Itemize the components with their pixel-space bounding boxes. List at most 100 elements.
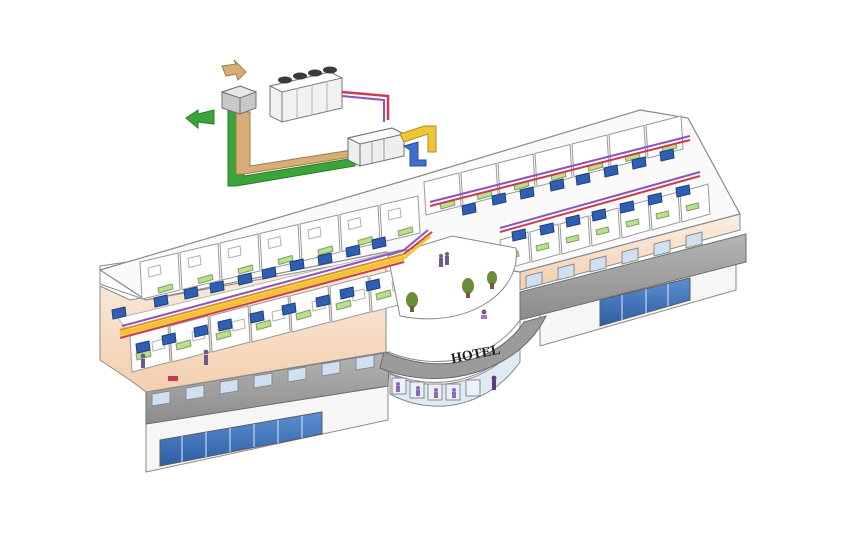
bed (397, 226, 414, 237)
facade-window (621, 247, 639, 265)
indoor-unit-icon (153, 294, 169, 308)
indoor-unit-icon (315, 294, 331, 308)
room-bathroom (147, 264, 162, 278)
indoor-unit-icon (317, 252, 333, 266)
supply-duct-yellow (399, 125, 437, 153)
indoor-units (111, 148, 691, 354)
indoor-unit-icon (647, 192, 663, 206)
bed (197, 273, 214, 285)
room-bathroom (151, 338, 166, 352)
atrium-people (439, 252, 487, 319)
bed (277, 254, 294, 266)
rooms-left-back (139, 195, 421, 300)
indoor-unit-icon (193, 324, 209, 338)
bed (237, 264, 254, 275)
bed (375, 289, 392, 301)
indoor-unit-icon (237, 272, 253, 286)
supply-duct-blue (402, 141, 427, 167)
indoor-unit-icon (575, 172, 591, 186)
indoor-unit-icon (549, 178, 565, 192)
indoor-unit-icon (183, 286, 199, 300)
pipe-bundle-left (119, 229, 433, 339)
indoor-unit-icon (631, 156, 647, 170)
indoor-unit-icon (339, 286, 355, 300)
person-icon (491, 375, 497, 390)
facade-window (151, 390, 171, 407)
bed (255, 319, 272, 331)
hotel-sign-canopy (379, 315, 547, 380)
room-bathroom (387, 207, 402, 221)
indoor-unit-icon (603, 164, 619, 178)
storefront-mullions-left (181, 416, 303, 462)
indoor-unit-icon (345, 244, 361, 258)
room-bathroom (187, 254, 202, 269)
hvac-equipment-group (185, 59, 437, 187)
room-bathroom (231, 318, 246, 332)
indoor-unit-icon (591, 208, 607, 222)
bed (685, 202, 700, 212)
bed (157, 283, 174, 294)
room-bathroom (351, 288, 366, 302)
facade-window (355, 354, 375, 371)
facade-window (219, 378, 239, 395)
fresh-air-arrow-icon (185, 109, 215, 130)
indoor-unit-icon (539, 222, 555, 236)
indoor-unit-icon (281, 302, 297, 316)
refrigerant-pipe-red (341, 90, 390, 120)
plant-icon (406, 271, 497, 312)
indoor-unit-icon (365, 278, 381, 292)
facade-window (287, 366, 307, 383)
bed (565, 234, 580, 244)
storefront-glass-left (159, 411, 323, 467)
indoor-unit-icon (659, 148, 675, 162)
refrigerant-pipe-purple (341, 95, 385, 122)
room-bathroom (271, 308, 286, 322)
lobby-figures (396, 382, 456, 398)
indoor-unit-icon (111, 306, 127, 320)
exhaust-air-arrow-icon (221, 59, 247, 81)
hotel-building: HOTEL (98, 109, 747, 473)
bed (535, 242, 550, 252)
guest-room (249, 295, 291, 343)
guest-room (209, 305, 251, 353)
room-bathroom (347, 216, 362, 231)
indoor-unit-icon (675, 184, 691, 198)
indoor-unit-icon (619, 200, 635, 214)
facade-window (525, 271, 543, 289)
indoor-unit-icon (519, 186, 535, 200)
canopy-band-right (519, 233, 747, 321)
facade-window (653, 239, 671, 257)
room-people (140, 349, 209, 381)
pipe-bundle-right (429, 135, 701, 233)
indoor-unit-icon (135, 340, 151, 354)
room-bathroom (307, 226, 322, 240)
facade-window (253, 372, 273, 389)
indoor-unit-icon (209, 280, 225, 294)
room-bathroom (267, 235, 282, 250)
storefront-mullions-right (621, 284, 669, 320)
bed (175, 339, 192, 351)
ahu-unit-icon (346, 127, 406, 167)
indoor-unit-icon (161, 332, 177, 346)
room-bathroom (227, 245, 242, 259)
indoor-unit-icon (289, 258, 305, 272)
indoor-unit-icon (491, 192, 507, 206)
facade-window (557, 263, 575, 281)
bed (215, 329, 232, 341)
indoor-unit-icon (249, 310, 265, 324)
indoor-unit-icon (511, 228, 527, 242)
facade-window (589, 255, 607, 273)
bed (655, 210, 670, 220)
facade-window (185, 384, 205, 401)
bed (625, 218, 640, 228)
guest-room (329, 275, 371, 323)
indoor-unit-icon (461, 202, 477, 216)
indoor-unit-icon (565, 214, 581, 228)
facade-windows-right (525, 231, 703, 289)
facade-windows-left (151, 354, 375, 407)
facade-window (321, 360, 341, 377)
facade-window (685, 231, 703, 249)
central-atrium (387, 235, 517, 320)
